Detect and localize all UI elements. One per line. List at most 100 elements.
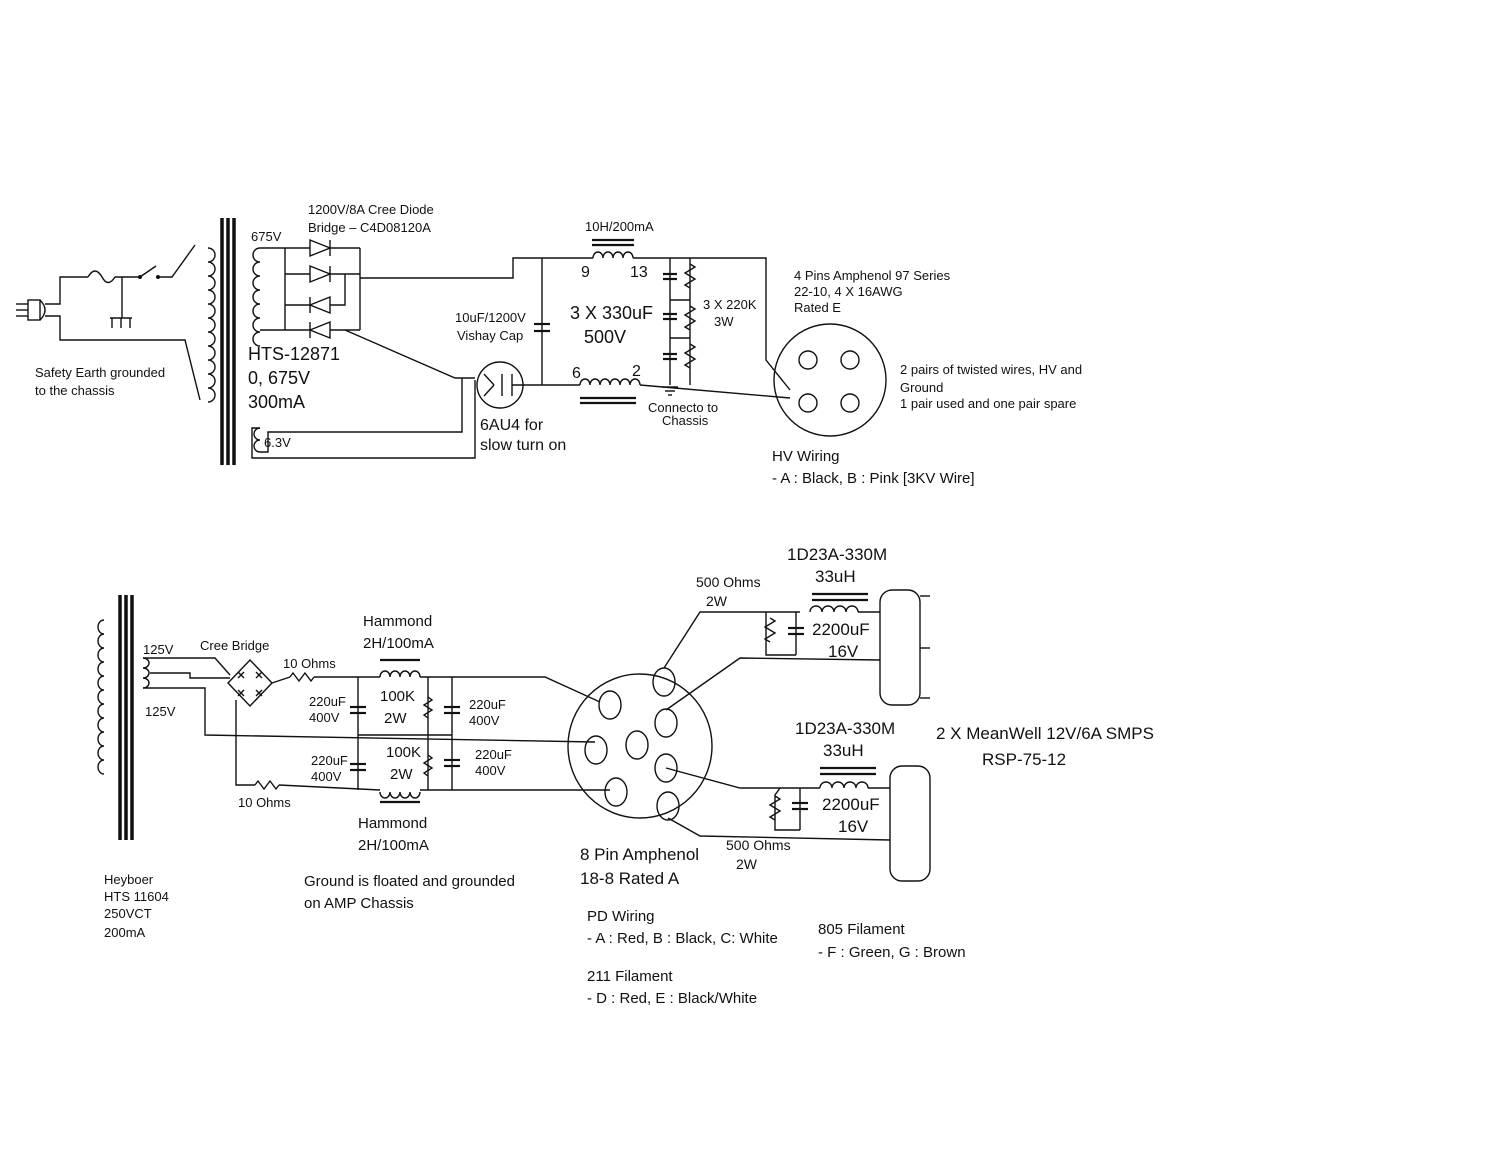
filament-211-title: 211 Filament — [587, 968, 673, 985]
lv-cap4-label-1: 220uF — [475, 747, 512, 762]
hv-transformer-label-2: 0, 675V — [248, 368, 311, 388]
lv-connector-label-1: 8 Pin Amphenol — [580, 845, 700, 864]
hv-wiring-title: HV Wiring — [772, 448, 840, 465]
lv-bridge-label: Cree Bridge — [200, 638, 270, 653]
lv-cap1-label-1: 220uF — [309, 694, 346, 709]
bleeder-label-2: 3W — [714, 314, 734, 329]
lv-choke-top-label-1: Hammond — [363, 613, 433, 630]
filament-section — [763, 589, 931, 882]
twisted-label-2: Ground — [900, 380, 944, 395]
chassis-ground-icon — [110, 317, 132, 328]
film-cap-label-1: 10uF/1200V — [455, 310, 526, 325]
filament-resistor-top-icon — [763, 617, 777, 643]
earth-label-1: Safety Earth grounded — [35, 365, 166, 380]
fil-cap-top-label-2: 16V — [828, 642, 859, 661]
lv-transformer-label-4: 200mA — [104, 925, 146, 940]
lv-transformer-label-1: Heyboer — [104, 872, 154, 887]
bleeder-resistors-icon — [683, 263, 697, 369]
secondary-voltage-label: 675V — [251, 229, 282, 244]
lv-bleeder2-label-1: 100K — [386, 744, 422, 761]
smps-label-1: 2 X MeanWell 12V/6A SMPS — [936, 724, 1154, 743]
filament-805-title: 805 Filament — [818, 921, 905, 938]
lv-choke-bottom-label-1: Hammond — [358, 815, 428, 832]
twisted-label-1: 2 pairs of twisted wires, HV and — [900, 362, 1083, 377]
chassis-label-1: Connecto to — [648, 400, 719, 415]
fil-res-bottom-label-2: 2W — [736, 856, 757, 872]
lv-ground-label-2: on AMP Chassis — [304, 895, 414, 912]
lv-choke-bottom-icon — [379, 791, 421, 804]
pd-wiring-detail: - A : Red, B : Black, C: White — [587, 930, 778, 947]
lv-transformer-icon — [97, 595, 150, 840]
diode-bridge-label-2: Bridge – C4D08120A — [308, 220, 431, 235]
choke-pin-13: 13 — [630, 264, 648, 281]
lv-choke-bottom-label-2: 2H/100mA — [358, 837, 429, 854]
hv-section — [16, 218, 887, 465]
smps-top-icon — [879, 589, 921, 706]
diode-bridge-label-1: 1200V/8A Cree Diode — [308, 202, 434, 217]
earth-label-2: to the chassis — [35, 383, 115, 398]
chassis-ground-hv-icon — [662, 386, 678, 396]
resistor-10ohm-top-icon — [289, 671, 315, 683]
filament-resistor-bottom-icon — [768, 795, 782, 821]
lv-caps-icon — [350, 705, 460, 772]
cap-bank-label-2: 500V — [584, 327, 627, 347]
lv-sec-top-label: 125V — [143, 642, 174, 657]
hv-choke-label: 10H/200mA — [585, 219, 654, 234]
lv-bleeders-icon — [422, 696, 434, 777]
tube-label-2: slow turn on — [480, 437, 567, 454]
fil-res-top-label-2: 2W — [706, 593, 727, 609]
filament-cap-bottom-icon — [792, 801, 808, 811]
choke-pin-9: 9 — [581, 264, 590, 281]
lv-section — [97, 595, 891, 841]
cap-bank-label-1: 3 X 330uF — [570, 303, 654, 323]
lv-connector-label-2: 18-8 Rated A — [580, 869, 680, 888]
lv-bleeder1-label-1: 100K — [380, 688, 416, 705]
resistor-10ohm-bottom-icon — [254, 779, 280, 791]
fil-inductor-bottom-label-2: 33uH — [823, 741, 864, 760]
fil-inductor-top-label-2: 33uH — [815, 567, 856, 586]
filament-inductor-bottom-icon — [819, 766, 876, 789]
lv-transformer-label-3: 250VCT — [104, 906, 152, 921]
lv-cap1-label-2: 400V — [309, 710, 340, 725]
filament-211-detail: - D : Red, E : Black/White — [587, 990, 758, 1007]
fuse-icon — [87, 270, 116, 284]
lv-transformer-label-2: HTS 11604 — [104, 889, 169, 904]
lv-cap3-label-1: 220uF — [469, 697, 506, 712]
hv-connector-label-1: 4 Pins Amphenol 97 Series — [794, 268, 951, 283]
hv-transformer-label-1: HTS-12871 — [248, 344, 341, 364]
heater-voltage-label: 6.3V — [264, 435, 291, 450]
lv-ground-label-1: Ground is floated and grounded — [304, 873, 515, 890]
lv-bridge-icon — [227, 658, 273, 708]
hv-4pin-connector-icon — [773, 323, 887, 437]
lv-choke-top-icon — [379, 658, 421, 678]
lv-bleeder1-label-2: 2W — [384, 710, 407, 727]
lv-cap4-label-2: 400V — [475, 763, 506, 778]
hv-transformer-icon — [207, 218, 261, 465]
fil-cap-bottom-label-2: 16V — [838, 817, 869, 836]
power-switch-icon — [138, 265, 160, 279]
twisted-label-3: 1 pair used and one pair spare — [900, 396, 1077, 411]
hv-connector-label-2: 22-10, 4 X 16AWG — [794, 284, 903, 299]
lv-bleeder2-label-2: 2W — [390, 766, 413, 783]
tube-label-1: 6AU4 for — [480, 417, 544, 434]
lv-choke-top-label-2: 2H/100mA — [363, 635, 434, 652]
lv-cap3-label-2: 400V — [469, 713, 500, 728]
filament-cap-top-icon — [788, 626, 804, 636]
fil-inductor-bottom-label-1: 1D23A-330M — [795, 719, 896, 738]
fil-res-bottom-label-1: 500 Ohms — [726, 837, 791, 853]
smps-bottom-icon — [889, 765, 931, 882]
chassis-label-2: Chassis — [662, 413, 709, 428]
pd-wiring-title: PD Wiring — [587, 908, 655, 925]
choke-pin-2: 2 — [632, 363, 641, 380]
lv-cap2-label-2: 400V — [311, 769, 342, 784]
fil-cap-top-label-1: 2200uF — [812, 620, 870, 639]
hv-diode-bridge-icon — [284, 238, 361, 340]
lv-res-top-label: 10 Ohms — [283, 656, 336, 671]
bleeder-label-1: 3 X 220K — [703, 297, 757, 312]
filament-inductor-top-icon — [809, 592, 868, 613]
film-capacitor-icon — [534, 322, 550, 333]
lv-cap2-label-1: 220uF — [311, 753, 348, 768]
lv-8pin-connector-icon — [567, 667, 713, 821]
lv-res-bottom-label: 10 Ohms — [238, 795, 291, 810]
